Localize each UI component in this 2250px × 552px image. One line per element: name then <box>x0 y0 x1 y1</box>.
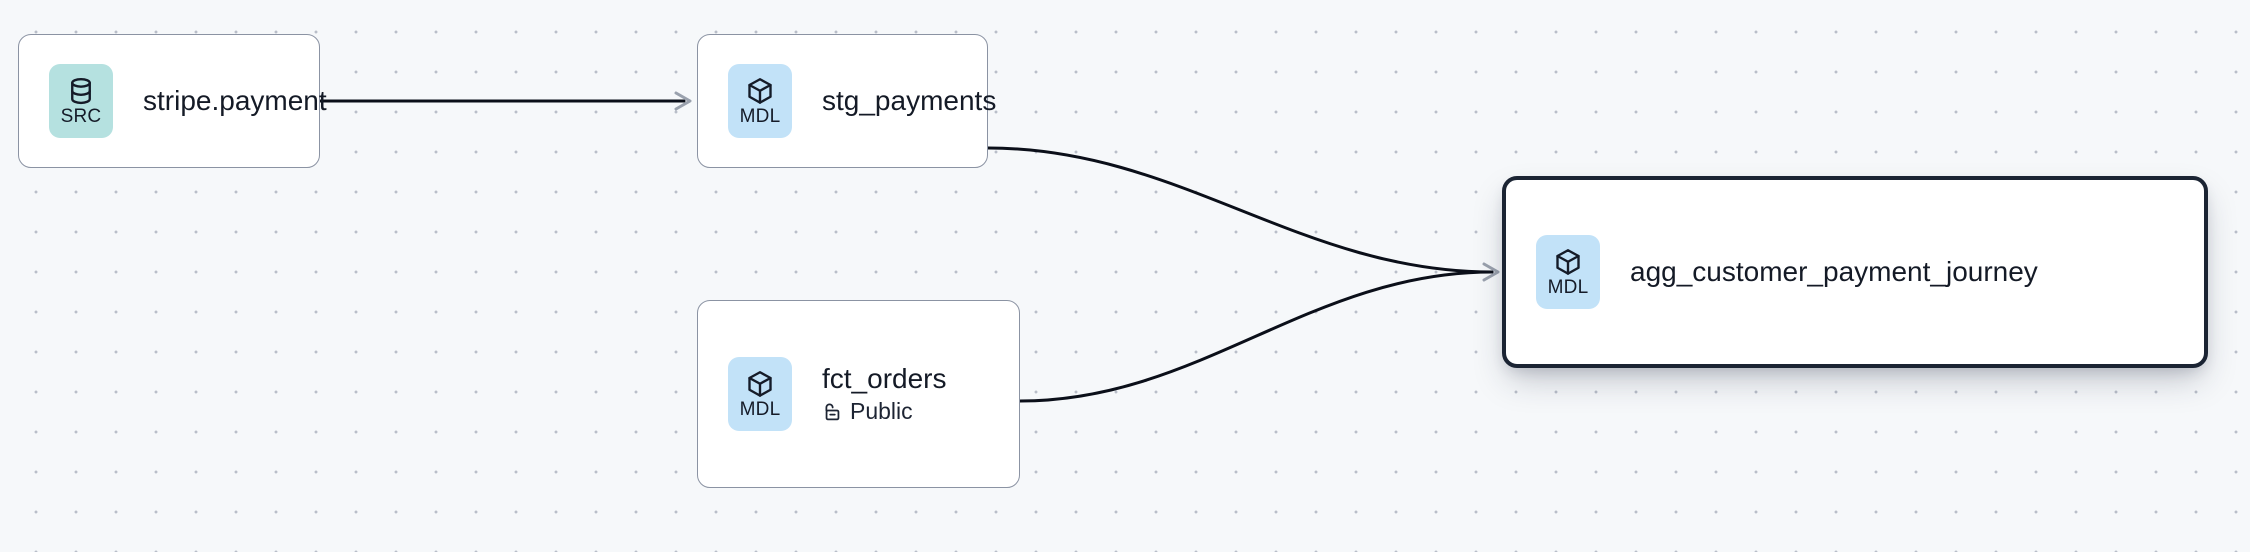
node-text: agg_customer_payment_journey <box>1630 256 2038 287</box>
node-text: stripe.payment <box>143 85 327 116</box>
badge-mdl: MDL <box>728 64 792 138</box>
edge-arrowhead-stg-payments <box>674 91 692 111</box>
node-title: stripe.payment <box>143 85 327 117</box>
unlock-icon <box>822 401 843 422</box>
badge-src: SRC <box>49 64 113 138</box>
badge-mdl: MDL <box>1536 235 1600 309</box>
badge-mdl: MDL <box>728 357 792 431</box>
database-icon <box>66 76 96 106</box>
node-stg-payments[interactable]: MDL stg_payments <box>697 34 996 168</box>
node-fct-orders[interactable]: MDL fct_orders Public <box>697 300 1020 488</box>
edge-fct-orders-to-agg-customer-payment-journey <box>1018 270 1494 403</box>
node-visibility: Public <box>822 397 947 425</box>
badge-label: MDL <box>739 399 781 420</box>
badge-label: SRC <box>60 106 102 127</box>
cube-icon <box>745 76 775 106</box>
badge-label: MDL <box>1547 277 1589 298</box>
edge-arrowhead-agg-customer-payment-journey <box>1482 262 1500 282</box>
node-text: fct_orders Public <box>822 363 947 424</box>
cube-icon <box>1553 247 1583 277</box>
node-text: stg_payments <box>822 85 996 116</box>
node-title: agg_customer_payment_journey <box>1630 256 2038 288</box>
visibility-label: Public <box>850 397 913 424</box>
edge-stg-payments-to-agg-customer-payment-journey <box>986 146 1494 274</box>
node-title: fct_orders <box>822 363 947 395</box>
cube-icon <box>745 369 775 399</box>
node-agg-customer-payment-journey[interactable]: MDL agg_customer_payment_journey <box>1502 176 2208 368</box>
node-stripe-payment[interactable]: SRC stripe.payment <box>18 34 327 168</box>
badge-label: MDL <box>739 106 781 127</box>
node-title: stg_payments <box>822 85 997 117</box>
